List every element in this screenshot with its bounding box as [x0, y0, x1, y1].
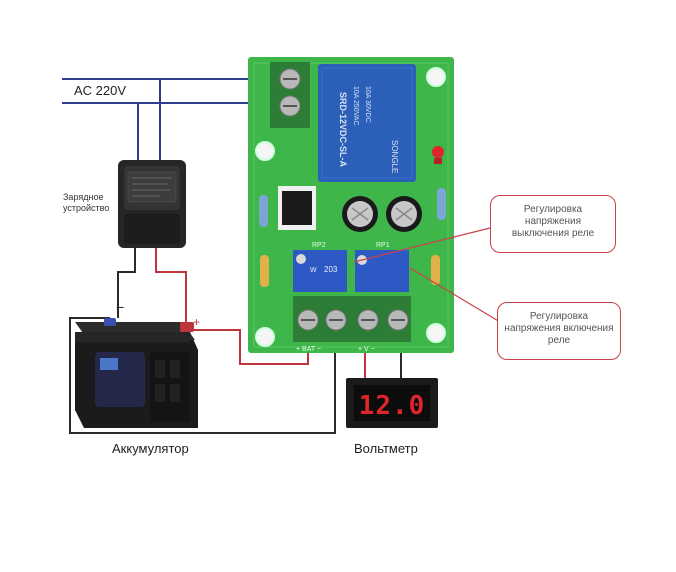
relay-model: SRD-12VDC-SL-A: [338, 92, 348, 168]
ac-supply-wires: [62, 78, 262, 104]
relay: [318, 64, 416, 182]
plus-mark: +: [193, 315, 200, 329]
callout-engage-voltage: Регулировка напряжения включения реле: [497, 302, 621, 360]
voltmeter-reading: 12.0: [359, 391, 426, 421]
control-board: [248, 57, 454, 353]
pot-w-label: W: [310, 267, 317, 274]
battery-negative-terminal: [104, 318, 116, 326]
pot-code-label: 203: [324, 265, 338, 274]
battery-board-wires: [69, 317, 336, 434]
rp1-label: RP1: [376, 242, 390, 249]
relay-rating-2: 10A 30VDC: [364, 86, 371, 123]
relay-marking: SONGLE SRD-12VDC-SL-A 10A 250VAC 10A 30V…: [338, 86, 399, 173]
charger-output-wires: [117, 245, 187, 322]
relay-rating-1: 10A 250VAC: [352, 86, 359, 126]
red-led: [432, 146, 444, 158]
voltmeter: [346, 378, 438, 428]
callout-pointers: [353, 227, 501, 323]
potentiometers: [293, 250, 409, 292]
charger-label: Зарядное устройство: [63, 192, 110, 213]
ac-supply-label: AC 220V: [74, 83, 127, 98]
battery: [75, 318, 198, 428]
board-silkscreen: + BAT − + V −: [296, 346, 375, 353]
minus-mark: −: [116, 299, 124, 315]
rp2-label: RP2: [312, 242, 326, 249]
battery-label: Аккумулятор: [112, 441, 189, 456]
charger-ac-wires: [137, 79, 161, 162]
board-io-label: + V −: [358, 346, 375, 353]
callout-release-voltage: Регулировка напряжения выключения реле: [490, 195, 616, 253]
charger-unit: [118, 160, 186, 248]
board-bat-label: + BAT −: [296, 346, 321, 353]
resistors: [259, 188, 446, 287]
battery-positive-terminal: [180, 322, 194, 332]
bottom-terminal-block: [293, 296, 411, 342]
capacitors: [342, 196, 422, 232]
ac-terminal-block: [270, 62, 310, 128]
ic-chip: [278, 186, 316, 230]
pot-labels: RP2 RP1 W 203: [310, 242, 390, 274]
voltmeter-label: Вольтметр: [354, 441, 418, 456]
relay-brand: SONGLE: [390, 140, 399, 173]
